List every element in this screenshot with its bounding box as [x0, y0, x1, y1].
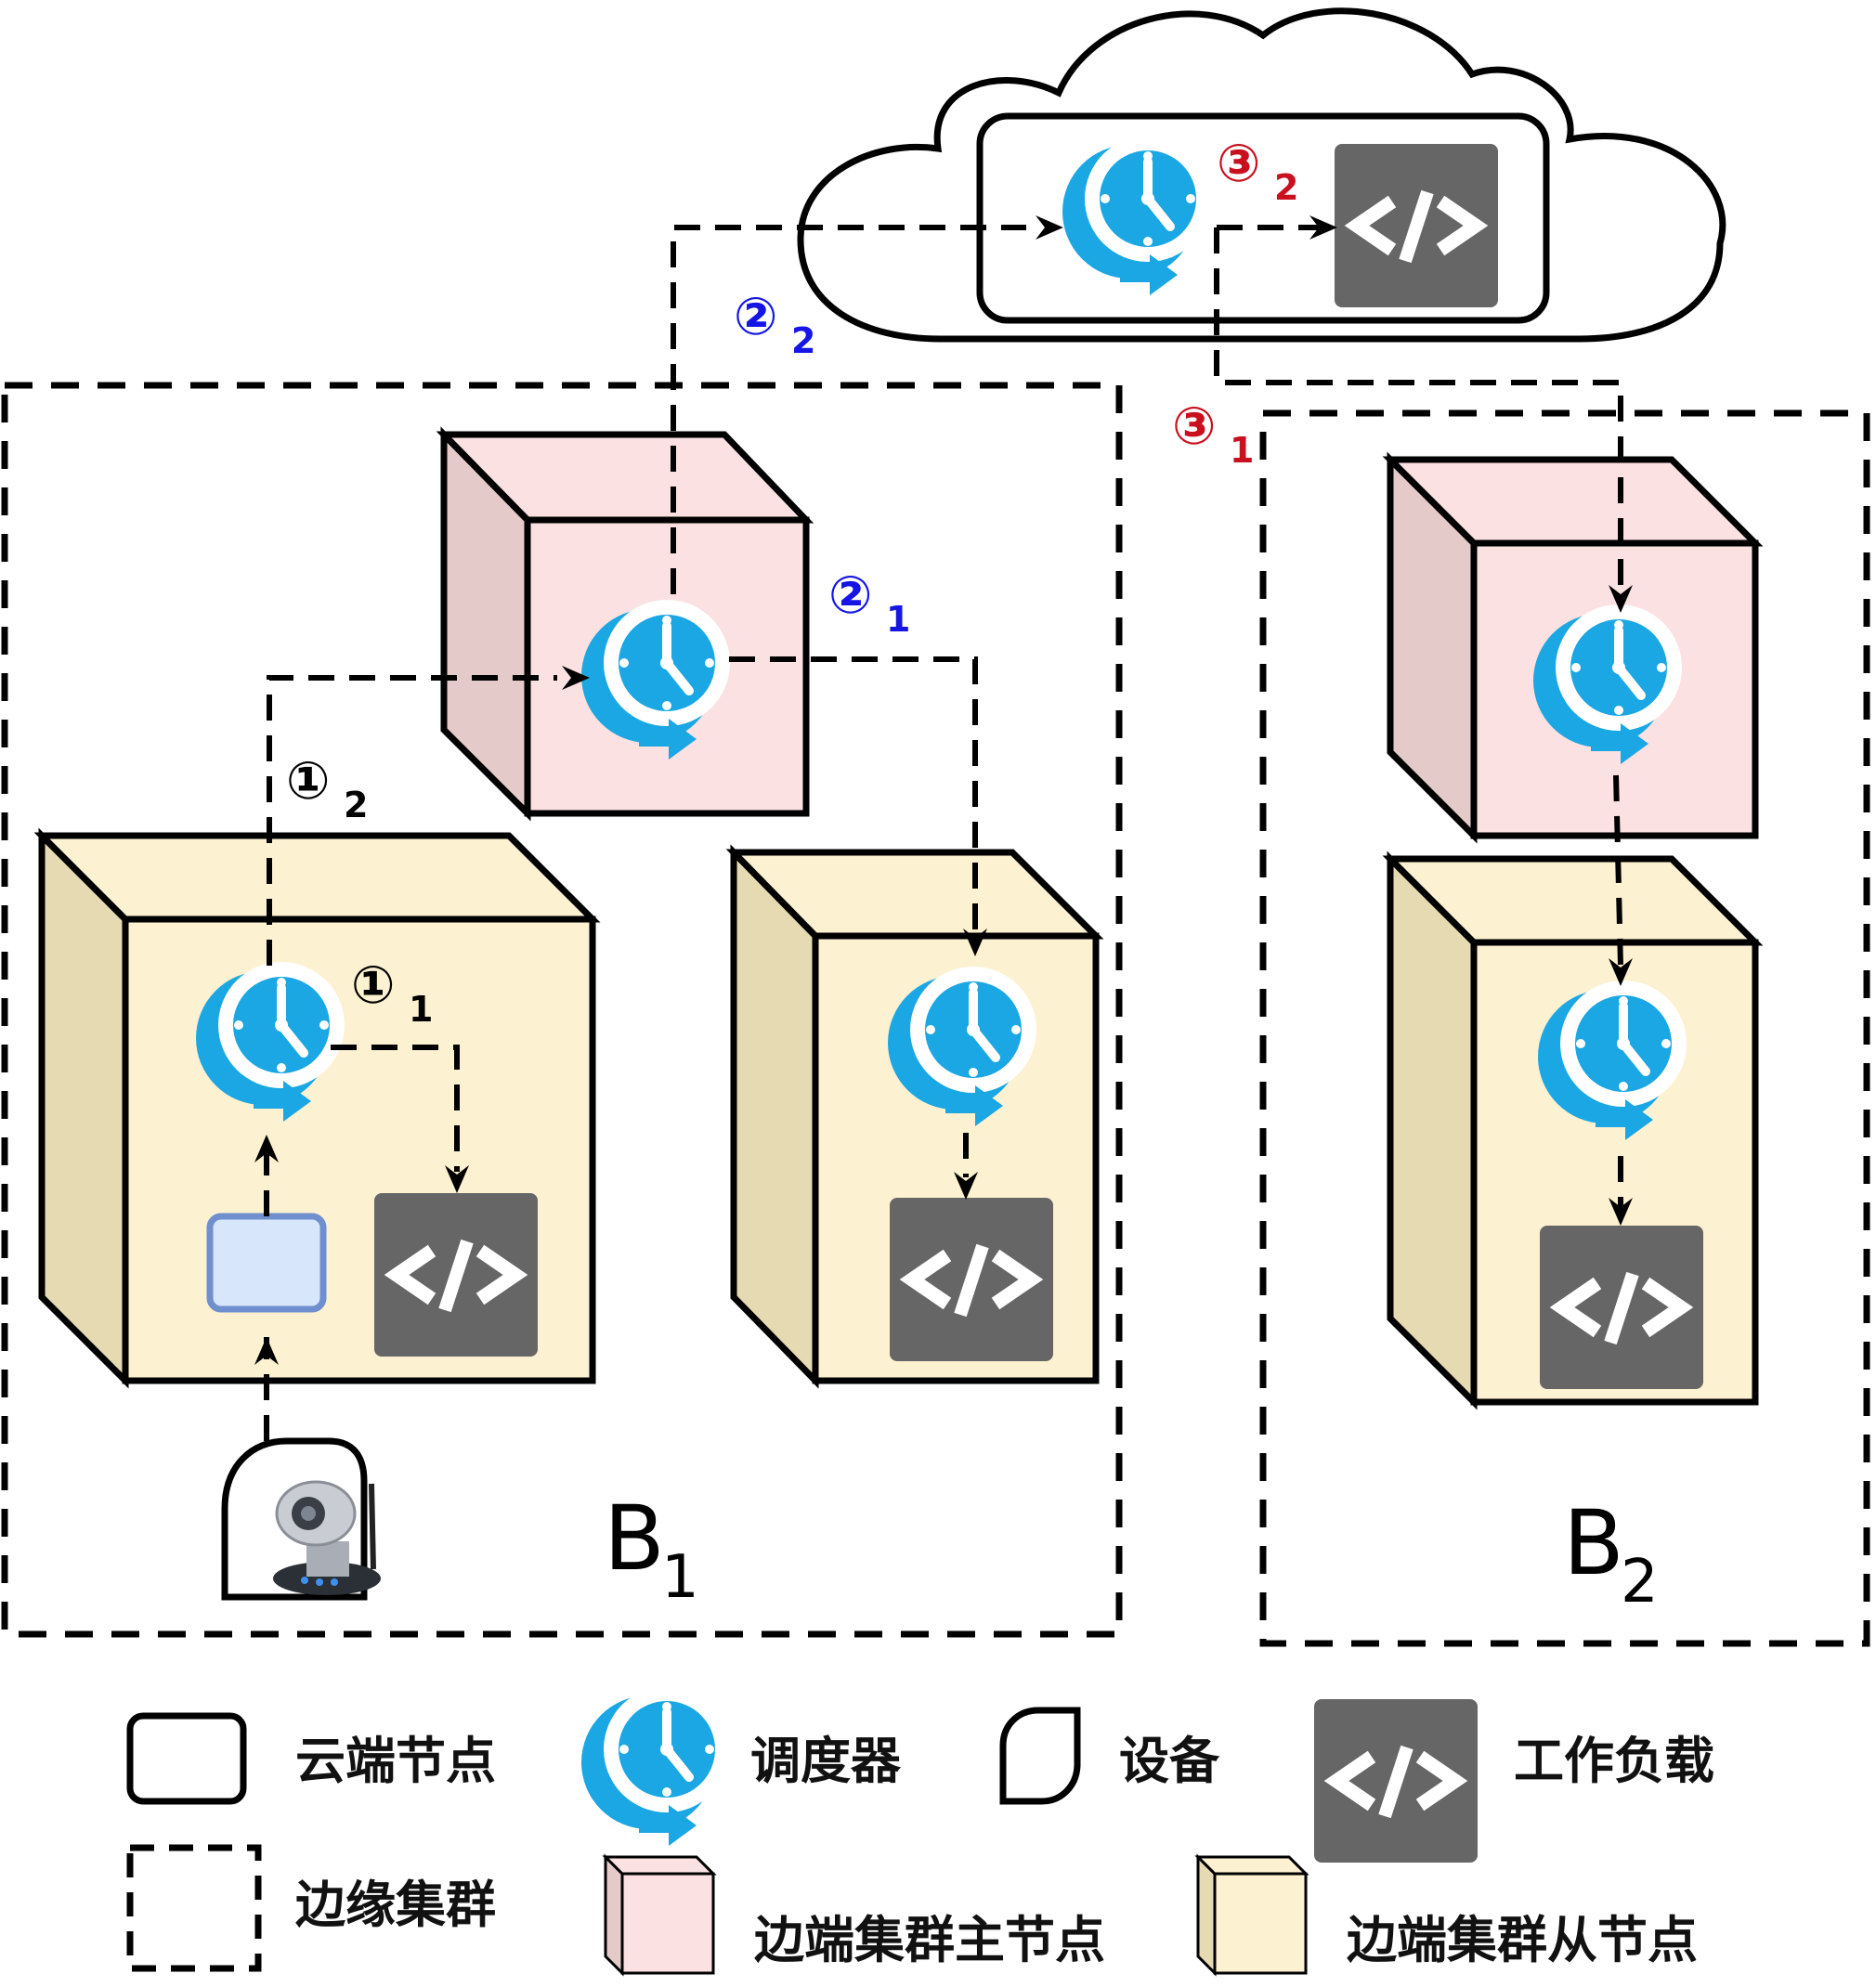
step-2-2-label: ② 2	[734, 287, 815, 361]
queue-buffer	[206, 1213, 327, 1313]
step-3-1-label: ③ 1	[1172, 396, 1254, 471]
legend-workload-icon	[1314, 1699, 1478, 1863]
legend-scheduler-icon	[581, 1686, 730, 1846]
b2-master-node	[1382, 451, 1764, 844]
b1-worker2-workload-icon	[890, 1198, 1053, 1361]
cluster-b1-letter: B	[604, 1487, 665, 1591]
step-1-2-sub: 2	[344, 785, 368, 825]
legend-device-label: 设备	[1119, 1732, 1220, 1790]
flow-lines	[264, 225, 1623, 1441]
cluster-b2-letter: B	[1563, 1491, 1624, 1595]
step-1-1-sub: 1	[409, 989, 433, 1030]
legend-edge-master-label: 边端集群主节点	[754, 1911, 1105, 1969]
legend-edge-worker-swatch	[1194, 1853, 1309, 1977]
legend-edge-worker-label: 边端集群从节点	[1347, 1911, 1698, 1969]
step-3-2-label: ③ 2	[1217, 134, 1298, 208]
legend-edge-master-swatch	[602, 1853, 717, 1977]
b1-master-node	[436, 426, 814, 822]
cloud-workload-icon	[1335, 144, 1498, 307]
step-2-2-glyph: ②	[734, 287, 777, 347]
b1-worker-node-1	[33, 827, 601, 1389]
step-1-1-label: ① 1	[351, 955, 433, 1030]
step-2-1-label: ② 1	[828, 565, 910, 640]
cluster-b2-sub: 2	[1621, 1548, 1659, 1617]
step-3-1-glyph: ③	[1172, 396, 1216, 457]
legend-scheduler-label: 调度器	[750, 1732, 902, 1790]
b1-worker1-workload-icon	[374, 1193, 538, 1357]
legend: 云端节点 调度器 设备 工作负载 边缘集群 边端集群主节点 边端集群从节点	[126, 1686, 1714, 1977]
legend-edge-cluster-swatch	[126, 1844, 262, 1972]
legend-device-swatch	[999, 1707, 1081, 1805]
step-1-1-glyph: ①	[351, 955, 395, 1016]
legend-cloud-node-label: 云端节点	[295, 1732, 496, 1790]
cluster-b1-sub: 1	[661, 1543, 699, 1612]
step-2-1-glyph: ②	[828, 565, 872, 626]
legend-workload-label: 工作负载	[1514, 1732, 1714, 1790]
step-1-2-label: ① 2	[286, 751, 368, 825]
b2-worker-workload-icon	[1540, 1226, 1703, 1389]
edge-cluster-b1	[1, 382, 1123, 1638]
step-2-2-sub: 2	[791, 320, 815, 361]
step-3-2-glyph: ③	[1217, 134, 1260, 194]
legend-edge-cluster-label: 边缘集群	[295, 1876, 496, 1934]
edge-cluster-b2	[1259, 409, 1870, 1647]
step-2-1-sub: 1	[886, 599, 910, 640]
camera-icon	[273, 1480, 381, 1595]
cluster-label-b1: B 1	[604, 1487, 699, 1612]
step-3-2-sub: 2	[1274, 167, 1298, 208]
cluster-label-b2: B 2	[1563, 1491, 1659, 1617]
step-1-2-glyph: ①	[286, 751, 330, 812]
step-3-1-sub: 1	[1230, 430, 1254, 471]
legend-cloud-node-swatch	[126, 1712, 247, 1805]
